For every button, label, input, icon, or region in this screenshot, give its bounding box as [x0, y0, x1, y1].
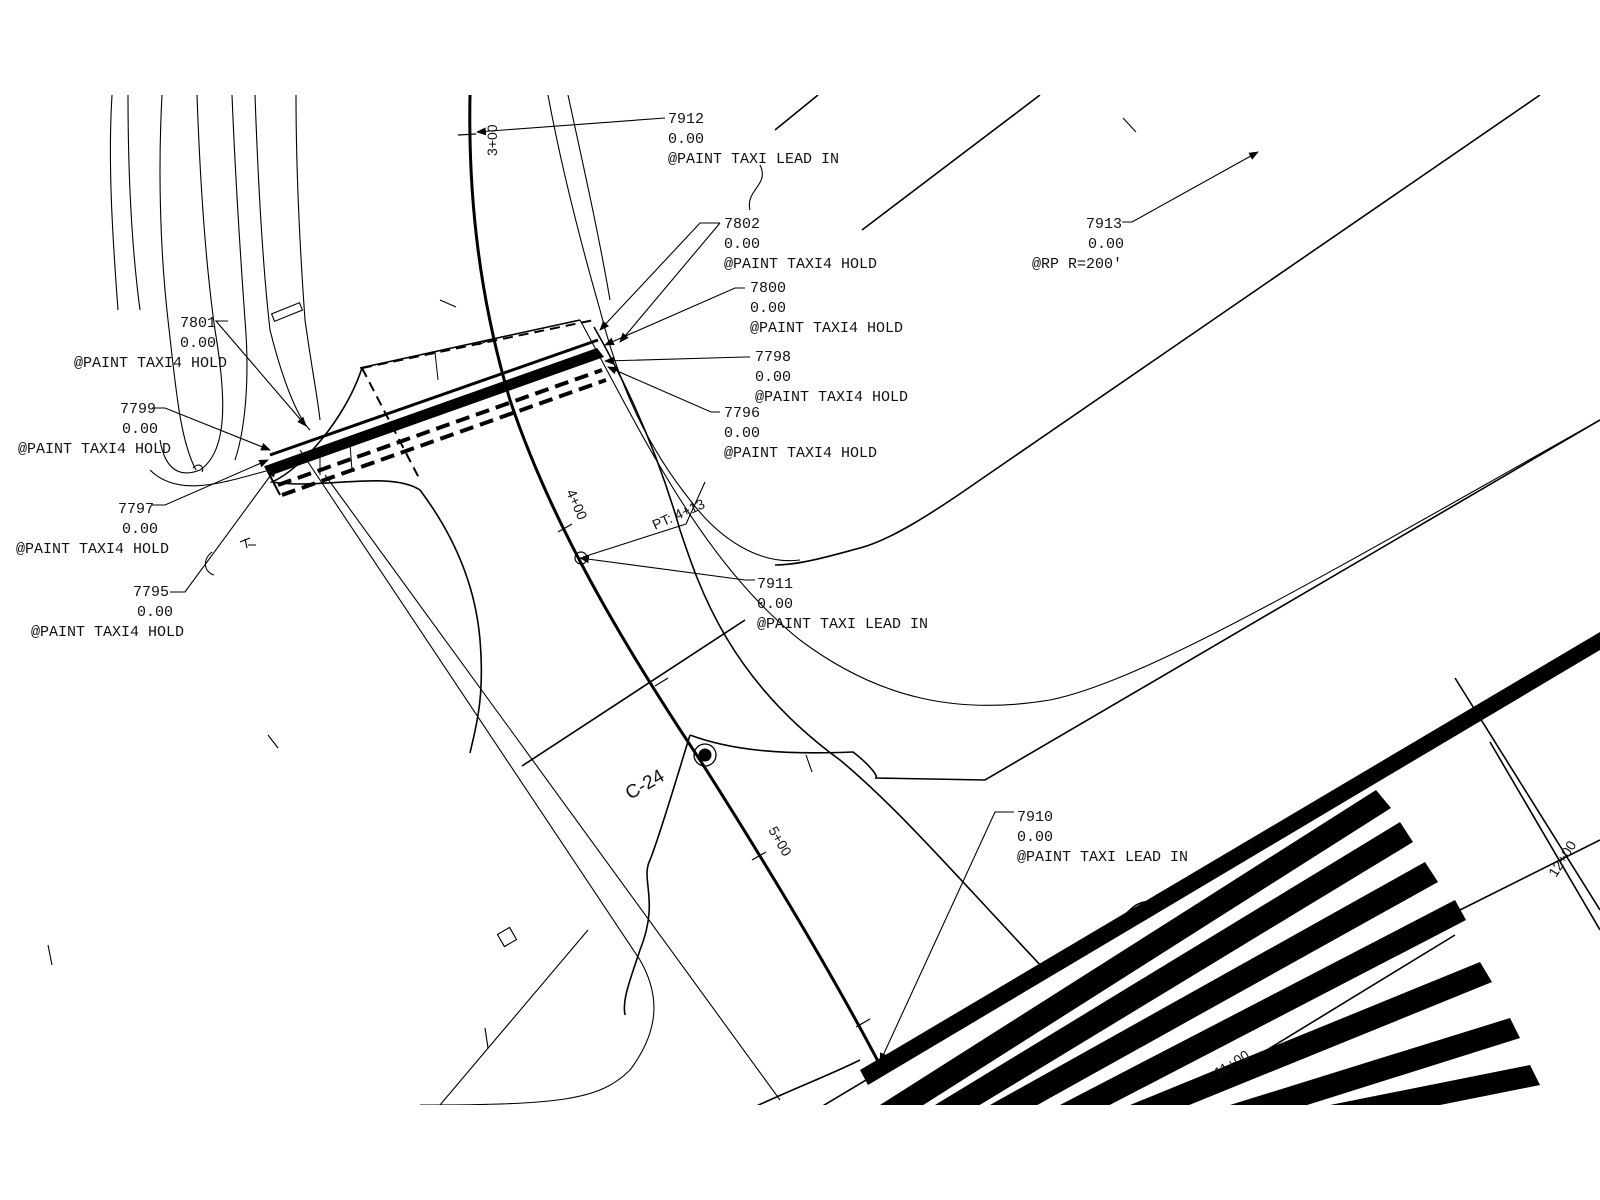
callout-number: 7800: [750, 280, 786, 297]
callout-7801[interactable]: 7801 0.00 @PAINT TAXI4 HOLD: [74, 315, 227, 372]
callout-number: 7795: [133, 584, 169, 601]
hold-line: [264, 319, 607, 497]
callout-desc: @PAINT TAXI LEAD IN: [668, 151, 839, 168]
callout-value: 0.00: [1088, 236, 1124, 253]
callout-value: 0.00: [1017, 829, 1053, 846]
contour-lines: [109, 95, 1600, 706]
callout-7800[interactable]: 7800 0.00 @PAINT TAXI4 HOLD: [750, 280, 903, 337]
callout-7910[interactable]: 7910 0.00 @PAINT TAXI LEAD IN: [1017, 809, 1188, 866]
station-label-300: 3+00: [484, 124, 500, 156]
callout-value: 0.00: [180, 335, 216, 352]
leader-lines: [152, 117, 1259, 1063]
pavement-edges: [269, 95, 1600, 1105]
callout-desc: @PAINT TAXI4 HOLD: [31, 624, 184, 641]
callout-number: 7802: [724, 216, 760, 233]
callout-number: 7797: [118, 501, 154, 518]
callout-7802[interactable]: 7802 0.00 @PAINT TAXI4 HOLD: [724, 216, 877, 273]
callout-value: 0.00: [724, 425, 760, 442]
callout-7799[interactable]: 7799 0.00 @PAINT TAXI4 HOLD: [18, 401, 171, 458]
callout-desc: @PAINT TAXI LEAD IN: [1017, 849, 1188, 866]
callout-number: 7911: [757, 576, 793, 593]
apron-stripes[interactable]: [860, 632, 1600, 1123]
callout-7796[interactable]: 7796 0.00 @PAINT TAXI4 HOLD: [724, 405, 877, 462]
taxiway-centerline: [468, 95, 882, 1066]
callout-desc: @RP R=200': [1032, 256, 1122, 273]
callout-number: 7801: [180, 315, 216, 332]
callout-desc: @PAINT TAXI4 HOLD: [724, 256, 877, 273]
callout-number: 7913: [1086, 216, 1122, 233]
callout-number: 7799: [120, 401, 156, 418]
callout-value: 0.00: [757, 596, 793, 613]
callout-desc: @PAINT TAXI LEAD IN: [757, 616, 928, 633]
callout-7797[interactable]: 7797 0.00 @PAINT TAXI4 HOLD: [16, 501, 169, 558]
callout-value: 0.00: [122, 421, 158, 438]
callout-value: 0.00: [724, 236, 760, 253]
curve-label-c24: C-24: [622, 765, 669, 804]
callout-desc: @PAINT TAXI4 HOLD: [18, 441, 171, 458]
callout-desc: @PAINT TAXI4 HOLD: [724, 445, 877, 462]
callout-value: 0.00: [750, 300, 786, 317]
callout-value: 0.00: [755, 369, 791, 386]
callout-value: 0.00: [668, 131, 704, 148]
callout-desc: @PAINT TAXI4 HOLD: [750, 320, 903, 337]
station-label-500: 5+00: [765, 824, 795, 859]
callout-desc: @PAINT TAXI4 HOLD: [74, 355, 227, 372]
callout-7795[interactable]: 7795 0.00 @PAINT TAXI4 HOLD: [31, 584, 184, 641]
callout-7912[interactable]: 7912 0.00 @PAINT TAXI LEAD IN: [668, 111, 839, 168]
callout-7913[interactable]: 7913 0.00 @RP R=200': [1032, 216, 1124, 273]
station-label-400: 4+00: [563, 487, 591, 523]
callout-number: 7910: [1017, 809, 1053, 826]
callout-number: 7912: [668, 111, 704, 128]
callout-7911[interactable]: 7911 0.00 @PAINT TAXI LEAD IN: [757, 576, 928, 633]
callout-7798[interactable]: 7798 0.00 @PAINT TAXI4 HOLD: [755, 349, 908, 406]
callout-value: 0.00: [122, 521, 158, 538]
callout-desc: @PAINT TAXI4 HOLD: [755, 389, 908, 406]
callout-number: 7798: [755, 349, 791, 366]
callout-value: 0.00: [137, 604, 173, 621]
callout-number: 7796: [724, 405, 760, 422]
callout-desc: @PAINT TAXI4 HOLD: [16, 541, 169, 558]
